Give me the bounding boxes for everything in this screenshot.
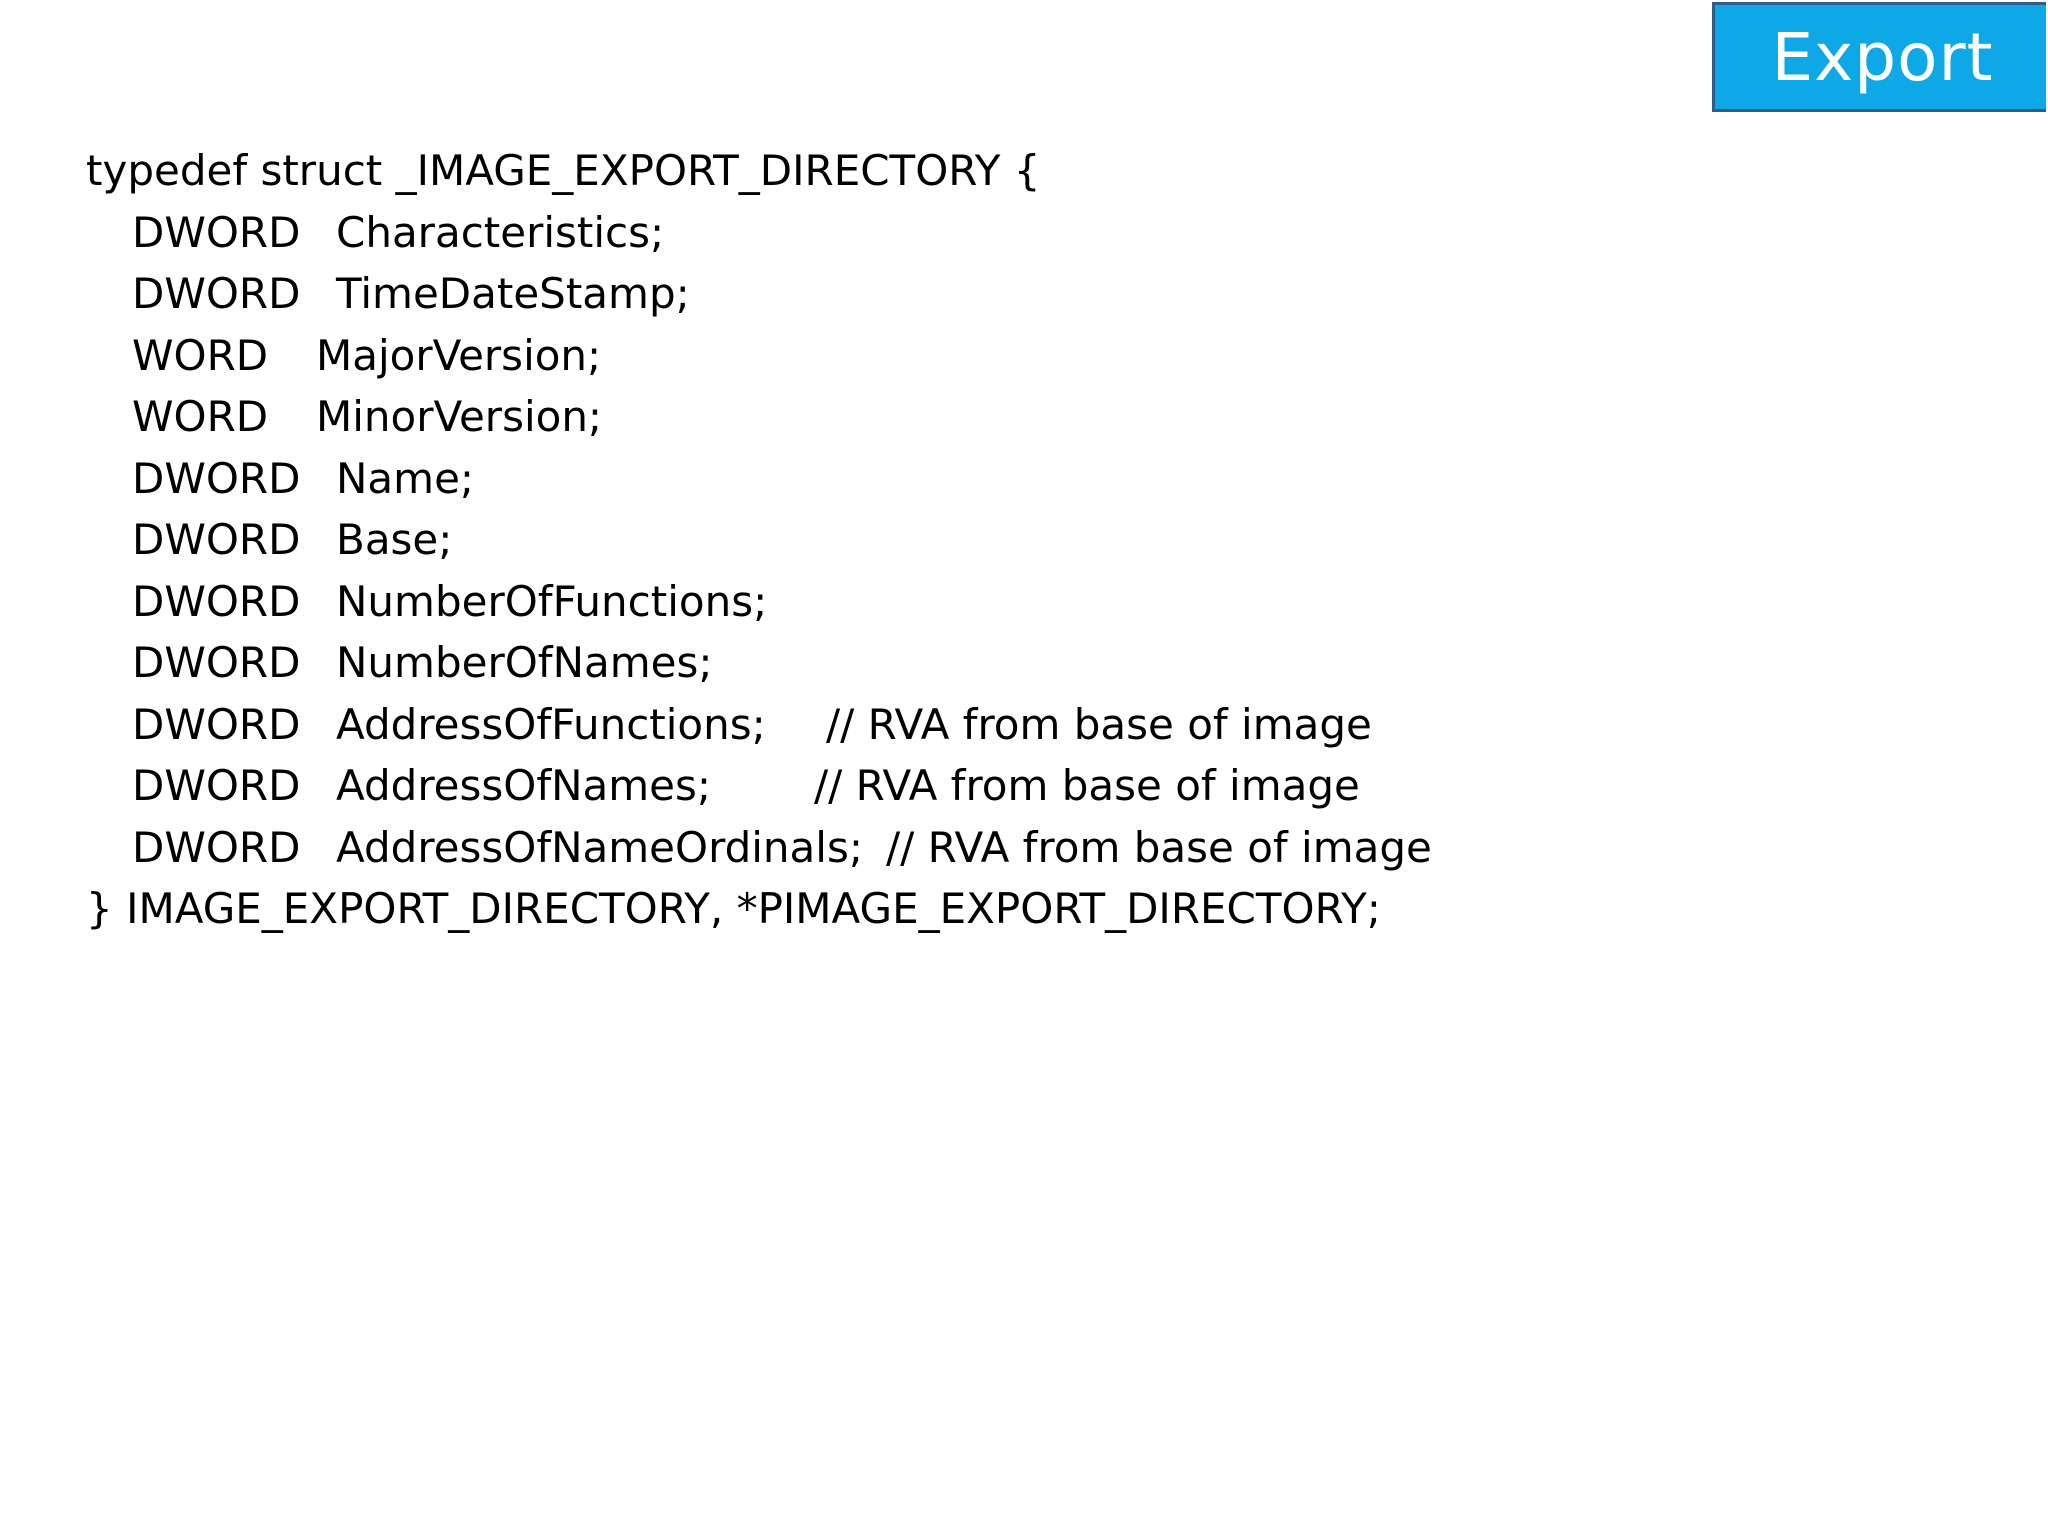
field-type: DWORD <box>132 761 301 810</box>
struct-footer: } IMAGE_EXPORT_DIRECTORY, *PIMAGE_EXPORT… <box>86 878 1586 940</box>
struct-field: WORD MinorVersion; <box>86 386 1586 448</box>
struct-field: DWORD AddressOfFunctions; // RVA from ba… <box>86 694 1586 756</box>
field-name: AddressOfNameOrdinals; <box>336 822 863 872</box>
struct-footer-text: } IMAGE_EXPORT_DIRECTORY, *PIMAGE_EXPORT… <box>86 884 1381 933</box>
field-comment: // RVA from base of image <box>886 822 1432 872</box>
field-name: TimeDateStamp; <box>336 269 690 318</box>
struct-field: DWORD NumberOfNames; <box>86 632 1586 694</box>
field-type: DWORD <box>132 822 301 872</box>
field-type: DWORD <box>132 699 301 749</box>
struct-header: typedef struct _IMAGE_EXPORT_DIRECTORY { <box>86 140 1586 202</box>
field-name: MinorVersion; <box>316 392 603 441</box>
struct-definition: typedef struct _IMAGE_EXPORT_DIRECTORY {… <box>86 140 1586 940</box>
field-name: Base; <box>336 515 453 564</box>
field-type: WORD <box>132 392 269 441</box>
struct-field: DWORD TimeDateStamp; <box>86 263 1586 325</box>
struct-field: DWORD AddressOfNames; // RVA from base o… <box>86 755 1586 817</box>
field-type: WORD <box>132 330 269 380</box>
field-comment: // RVA from base of image <box>826 699 1372 749</box>
field-type: DWORD <box>132 638 301 687</box>
struct-field: DWORD Characteristics; <box>86 202 1586 264</box>
struct-field: WORD MajorVersion; <box>86 325 1586 387</box>
field-name: AddressOfNames; <box>336 761 712 810</box>
field-type: DWORD <box>132 269 301 318</box>
struct-field: DWORD NumberOfFunctions; <box>86 571 1586 633</box>
field-type: DWORD <box>132 515 301 564</box>
struct-field: DWORD AddressOfNameOrdinals; // RVA from… <box>86 817 1586 879</box>
struct-field: DWORD Name; <box>86 448 1586 510</box>
field-type: DWORD <box>132 576 301 626</box>
struct-field: DWORD Base; <box>86 509 1586 571</box>
export-label: Export <box>1771 18 1994 96</box>
field-name: Characteristics; <box>336 207 665 257</box>
field-name: NumberOfFunctions; <box>336 576 768 626</box>
field-comment: // RVA from base of image <box>814 761 1360 810</box>
export-badge: Export <box>1712 2 2046 112</box>
field-name: Name; <box>336 453 475 503</box>
field-name: MajorVersion; <box>316 330 602 380</box>
struct-header-text: typedef struct _IMAGE_EXPORT_DIRECTORY { <box>86 146 1041 195</box>
field-type: DWORD <box>132 453 301 503</box>
field-name: NumberOfNames; <box>336 638 713 687</box>
field-name: AddressOfFunctions; <box>336 699 766 749</box>
field-type: DWORD <box>132 207 301 257</box>
